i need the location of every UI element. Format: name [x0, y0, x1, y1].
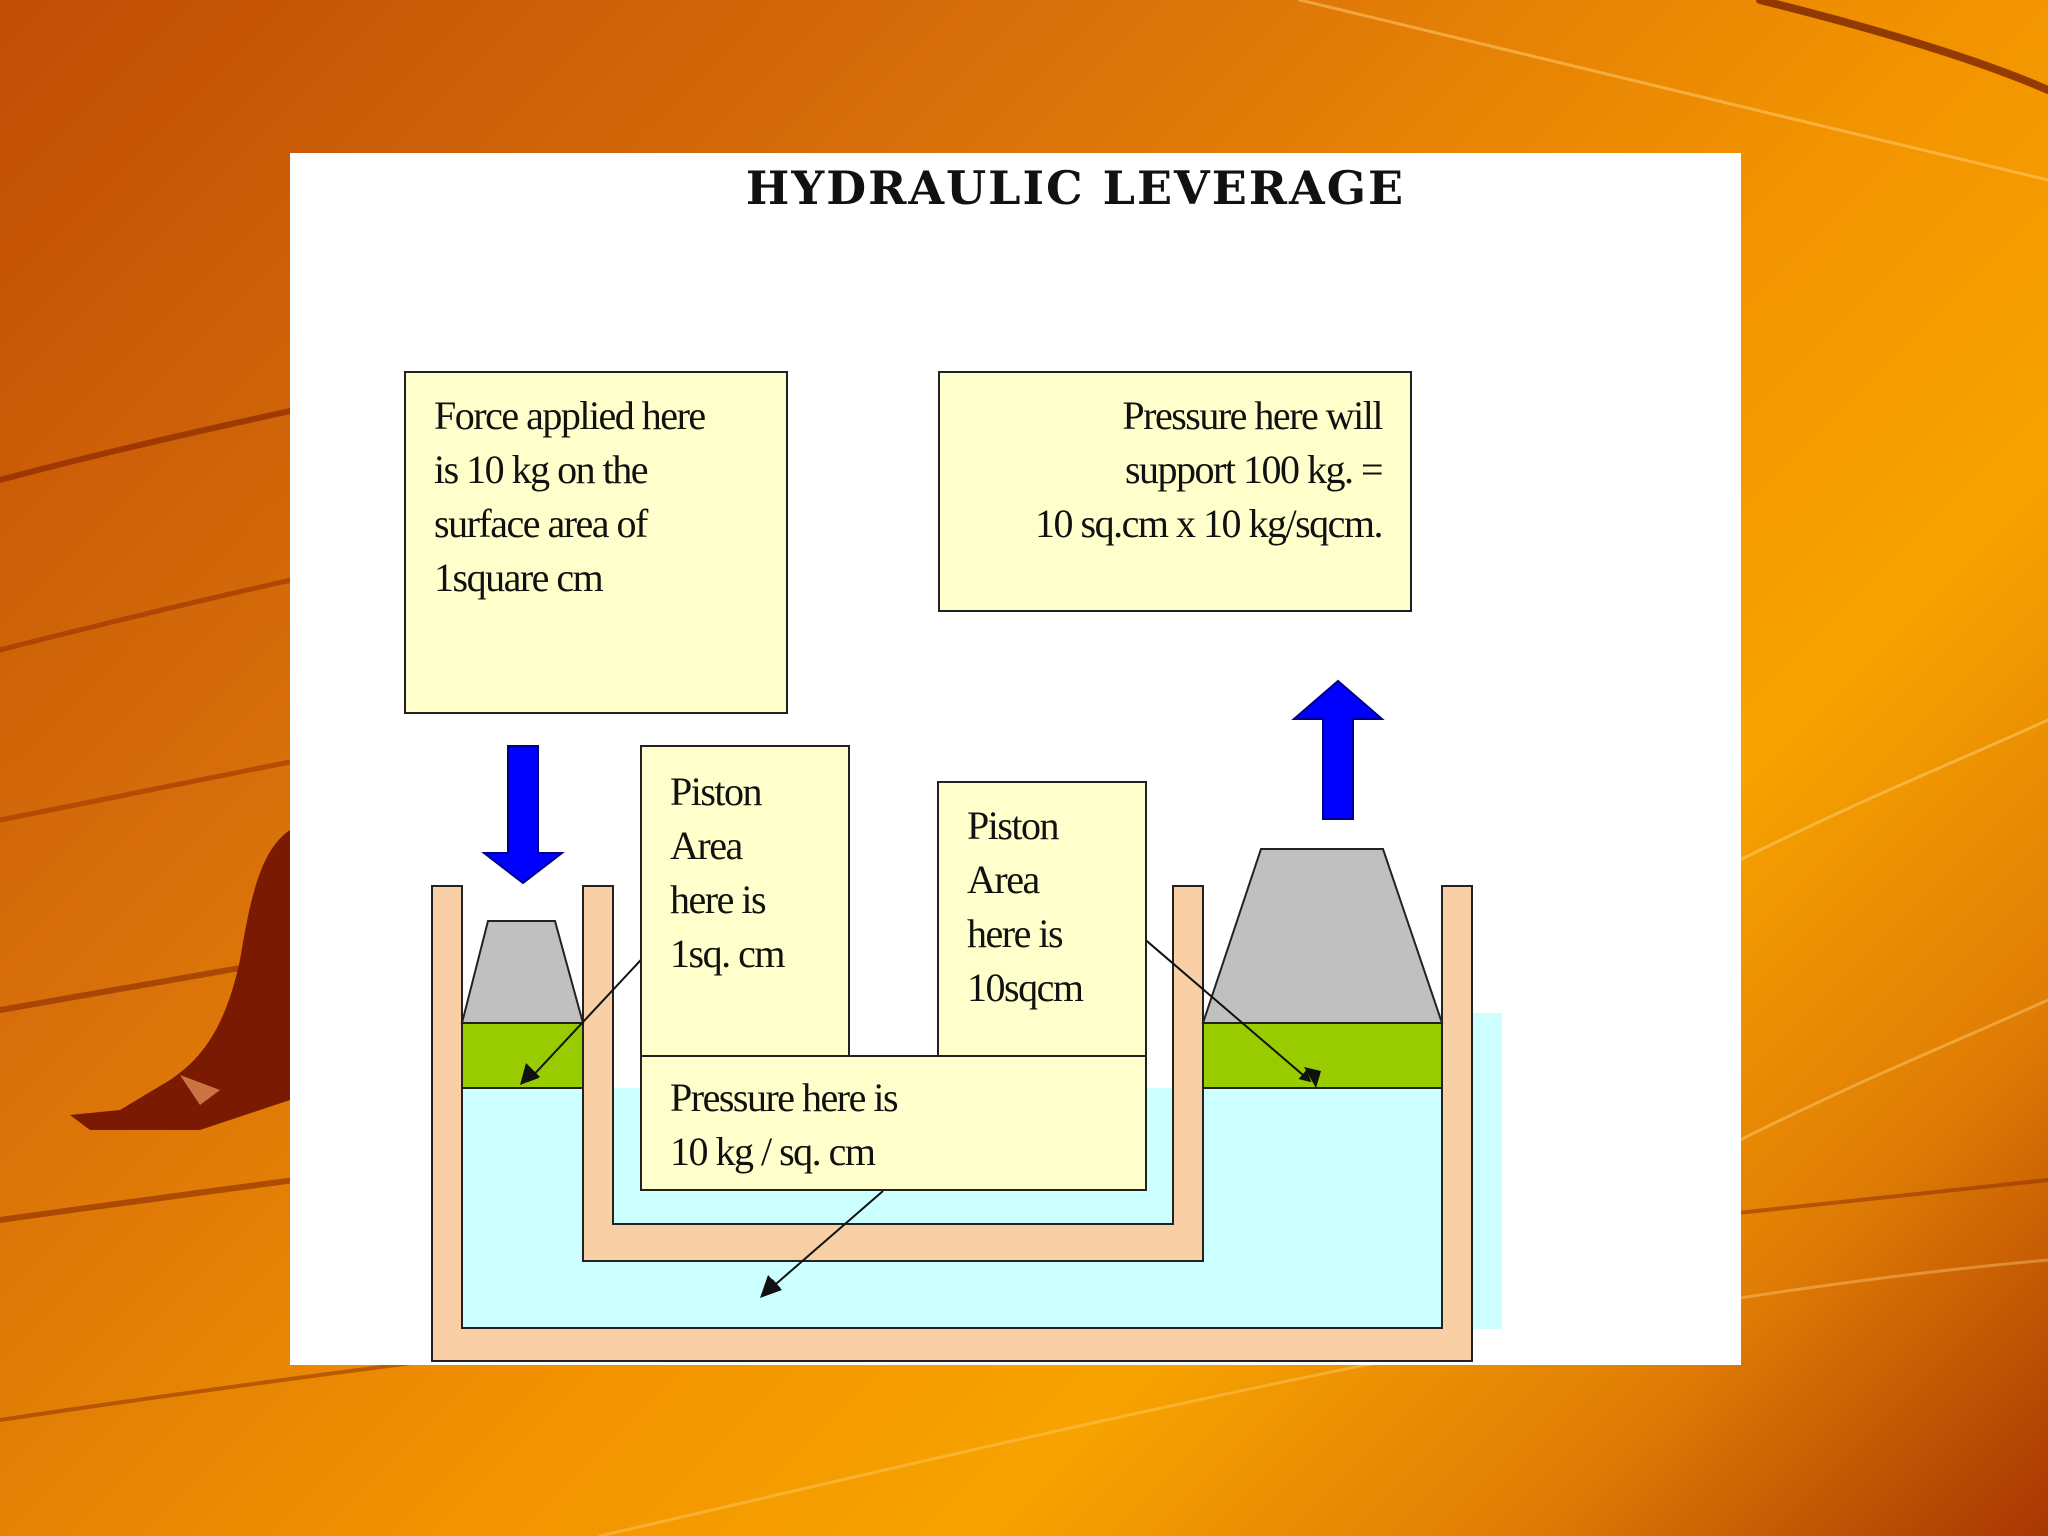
large-piston-assembly	[1201, 848, 1444, 1089]
runner-silhouette	[70, 830, 290, 1130]
small-weight	[460, 920, 585, 1024]
diagram-title: HYDRAULIC LEVERAGE	[745, 161, 1406, 215]
diagram-panel: HYDRAULIC LEVERAGE Force applied here is…	[290, 153, 1741, 1365]
small-piston-area-note: Piston Area here is 1sq. cm	[640, 745, 850, 1070]
down-arrow-icon	[481, 745, 565, 885]
pressure-pointer	[767, 1190, 884, 1292]
large-piston	[1202, 1022, 1443, 1089]
inner-wall	[582, 885, 1204, 1262]
fluid-pressure-note: Pressure here is 10 kg / sq. cm	[640, 1055, 1147, 1191]
large-weight	[1201, 848, 1444, 1024]
force-applied-note: Force applied here is 10 kg on the surfa…	[404, 371, 788, 714]
pressure-support-note: Pressure here will support 100 kg. = 10 …	[938, 371, 1412, 612]
pointer-heads	[520, 1063, 1321, 1298]
small-piston-assembly	[460, 920, 585, 1089]
large-piston-area-note: Piston Area here is 10sqcm	[937, 781, 1147, 1071]
up-arrow-icon	[1291, 679, 1385, 820]
